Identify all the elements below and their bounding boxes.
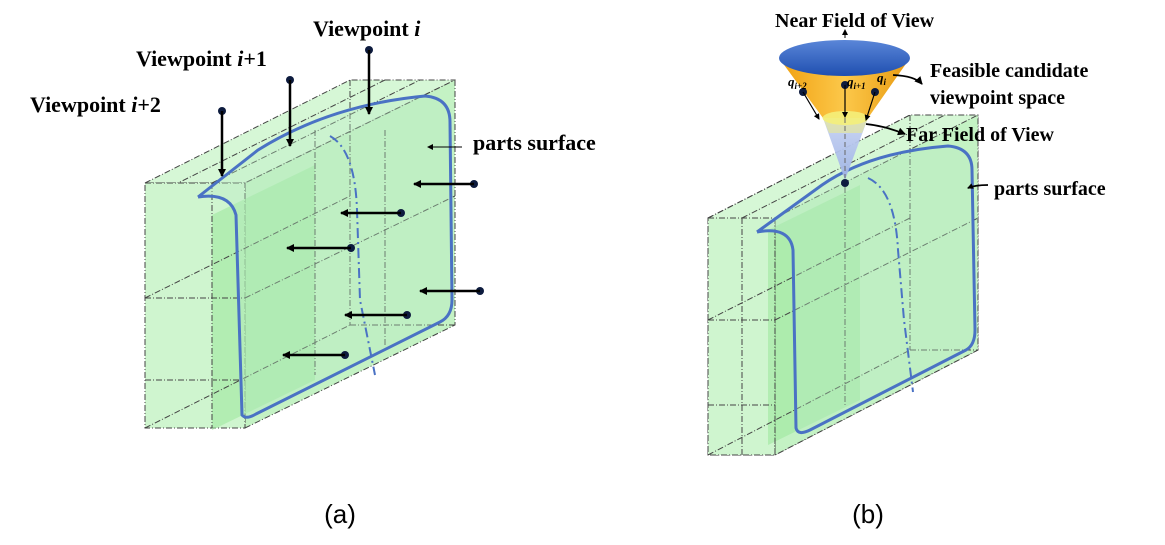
- panel-b: qi+2 qi+1 qi Near Field of View Feasible…: [707, 10, 1106, 529]
- label-far-fov: Far Field of View: [906, 124, 1054, 146]
- cone-pointers: [865, 74, 989, 189]
- label-viewpoint-i2: Viewpoint i+2: [30, 92, 161, 117]
- label-parts-surface-a: parts surface: [473, 130, 596, 155]
- label-feasible-1: Feasible candidate: [930, 60, 1088, 82]
- label-near-fov: Near Field of View: [775, 10, 935, 32]
- label-q-i1: qi+1: [847, 74, 866, 91]
- surface-dashdot-b: [867, 177, 914, 393]
- label-feasible-2: viewpoint space: [930, 87, 1065, 109]
- viewpoint-i2-marker: [218, 107, 226, 177]
- viewpoint-i1-marker: [286, 76, 294, 147]
- caption-b: (b): [852, 499, 884, 529]
- label-q-i2: qi+2: [788, 74, 807, 91]
- label-viewpoint-i: Viewpoint i: [313, 16, 421, 41]
- label-viewpoint-i1: Viewpoint i+1: [136, 46, 267, 71]
- surface-dashdot-a: [329, 135, 376, 376]
- viewpoint-i-marker: [365, 46, 373, 115]
- surface-curve-b: [756, 144, 977, 435]
- label-parts-surface-b: parts surface: [994, 178, 1106, 200]
- caption-a: (a): [324, 499, 356, 529]
- viewing-cone: [779, 29, 910, 187]
- panel-a: Viewpoint i Viewpoint i+1 Viewpoint i+2 …: [30, 16, 596, 529]
- side-viewpoint-arrows-a: [282, 180, 484, 359]
- label-q-i: qi: [877, 70, 887, 87]
- surface-curve-a: [197, 94, 454, 419]
